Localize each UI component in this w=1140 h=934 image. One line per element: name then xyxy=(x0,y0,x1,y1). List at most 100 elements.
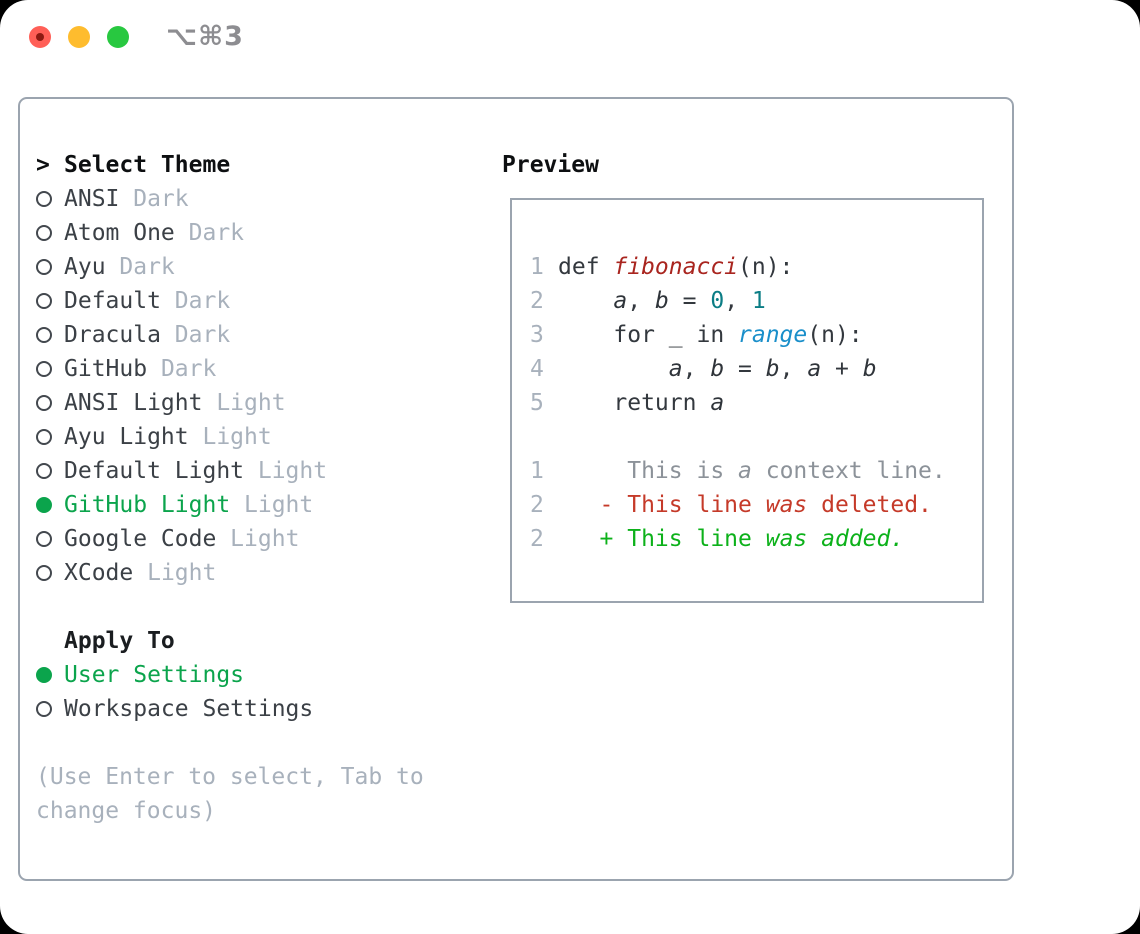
radio-unselected-icon[interactable] xyxy=(36,259,52,275)
theme-option[interactable]: ANSI Dark xyxy=(36,182,486,216)
code-line: 2 a, b = 0, 1 xyxy=(530,284,982,318)
radio-selected-icon[interactable] xyxy=(36,667,52,683)
radio-unselected-icon[interactable] xyxy=(36,565,52,581)
radio-unselected-icon[interactable] xyxy=(36,191,52,207)
code-token: was xyxy=(765,526,808,552)
code-token: , xyxy=(627,288,655,314)
unsaved-indicator-dot xyxy=(36,33,44,41)
theme-option[interactable]: Atom One Dark xyxy=(36,216,486,250)
line-number: 5 xyxy=(530,390,544,416)
option-variant-label: Dark xyxy=(160,322,231,348)
radio-unselected-icon[interactable] xyxy=(36,701,52,717)
option-label: Ayu xyxy=(64,254,106,280)
code-token: deleted. xyxy=(807,492,932,518)
radio-unselected-icon[interactable] xyxy=(36,463,52,479)
radio-unselected-icon[interactable] xyxy=(36,361,52,377)
option-label: XCode xyxy=(64,560,134,586)
option-variant-label: Light xyxy=(216,526,300,552)
code-token: context line. xyxy=(751,458,946,484)
code-token xyxy=(558,284,613,318)
code-token: was xyxy=(765,492,808,518)
radio-unselected-icon[interactable] xyxy=(36,531,52,547)
code-token: This is xyxy=(558,458,739,484)
theme-option[interactable]: Default Light Light xyxy=(36,454,486,488)
code-token: b xyxy=(654,288,669,314)
theme-option[interactable]: Ayu Light Light xyxy=(36,420,486,454)
code-token: b xyxy=(710,356,725,382)
line-number: 4 xyxy=(530,356,544,382)
option-label: Ayu Light xyxy=(64,424,189,450)
theme-option[interactable]: Google Code Light xyxy=(36,522,486,556)
code-token: a xyxy=(807,356,822,382)
radio-selected-icon[interactable] xyxy=(36,497,52,513)
code-line: 4 a, b = b, a + b xyxy=(530,352,982,386)
theme-list-header-row: > Select Theme xyxy=(36,148,486,182)
code-token: added. xyxy=(821,526,905,552)
option-label: Google Code xyxy=(64,526,217,552)
code-line xyxy=(530,420,982,454)
line-number: 1 xyxy=(530,254,544,280)
code-line: 2 - This line was deleted. xyxy=(530,488,982,522)
line-number: 2 xyxy=(530,526,544,552)
option-label: Default Light xyxy=(64,458,245,484)
code-token: , xyxy=(779,356,808,382)
apply-to-title: Apply To xyxy=(64,628,175,654)
code-token: , xyxy=(682,356,711,382)
code-token: + xyxy=(821,356,863,382)
section-gap xyxy=(36,590,486,624)
option-label: Atom One xyxy=(64,220,175,246)
apply-to-option[interactable]: Workspace Settings xyxy=(36,692,486,726)
theme-option[interactable]: GitHub Dark xyxy=(36,352,486,386)
code-token xyxy=(558,352,669,386)
theme-option[interactable]: ANSI Light Light xyxy=(36,386,486,420)
option-label: Default xyxy=(64,288,161,314)
option-label: Dracula xyxy=(64,322,161,348)
option-label: GitHub Light xyxy=(64,492,231,518)
option-label: User Settings xyxy=(64,662,245,688)
code-token: range xyxy=(738,322,808,348)
line-number: 3 xyxy=(530,322,544,348)
option-label: ANSI Light xyxy=(64,390,203,416)
selection-prompt-icon: > xyxy=(36,152,50,178)
theme-option[interactable]: Dracula Dark xyxy=(36,318,486,352)
minimize-button[interactable] xyxy=(68,26,90,48)
code-token: (n): xyxy=(807,322,863,348)
theme-option[interactable]: Ayu Dark xyxy=(36,250,486,284)
code-token: a xyxy=(613,288,628,314)
line-number: 2 xyxy=(530,288,544,314)
apply-to-option[interactable]: User Settings xyxy=(36,658,486,692)
theme-option[interactable]: Default Dark xyxy=(36,284,486,318)
preview-title: Preview xyxy=(502,152,599,178)
radio-unselected-icon[interactable] xyxy=(36,395,52,411)
code-token xyxy=(807,522,821,556)
radio-unselected-icon[interactable] xyxy=(36,429,52,445)
code-line: 3 for _ in range(n): xyxy=(530,318,982,352)
option-variant-label: Dark xyxy=(119,186,189,212)
option-variant-label: Dark xyxy=(160,288,231,314)
theme-option[interactable]: GitHub Light Light xyxy=(36,488,486,522)
option-variant-label: Light xyxy=(188,424,272,450)
radio-unselected-icon[interactable] xyxy=(36,293,52,309)
code-token: 0 xyxy=(710,288,725,314)
radio-unselected-icon[interactable] xyxy=(36,327,52,343)
option-variant-label: Light xyxy=(230,492,314,518)
keyboard-hint-text: (Use Enter to select, Tab to change focu… xyxy=(36,764,424,824)
theme-option[interactable]: XCode Light xyxy=(36,556,486,590)
option-variant-label: Dark xyxy=(105,254,175,280)
code-token: (n): xyxy=(738,254,794,280)
code-line: 5 return a xyxy=(530,386,982,420)
code-token: fibonacci xyxy=(613,254,739,280)
option-variant-label: Light xyxy=(202,390,286,416)
option-label: ANSI xyxy=(64,186,120,212)
code-token: b xyxy=(765,356,780,382)
close-button[interactable] xyxy=(29,26,51,48)
option-variant-label: Light xyxy=(244,458,328,484)
maximize-button[interactable] xyxy=(107,26,129,48)
code-token: a xyxy=(738,458,752,484)
radio-unselected-icon[interactable] xyxy=(36,225,52,241)
